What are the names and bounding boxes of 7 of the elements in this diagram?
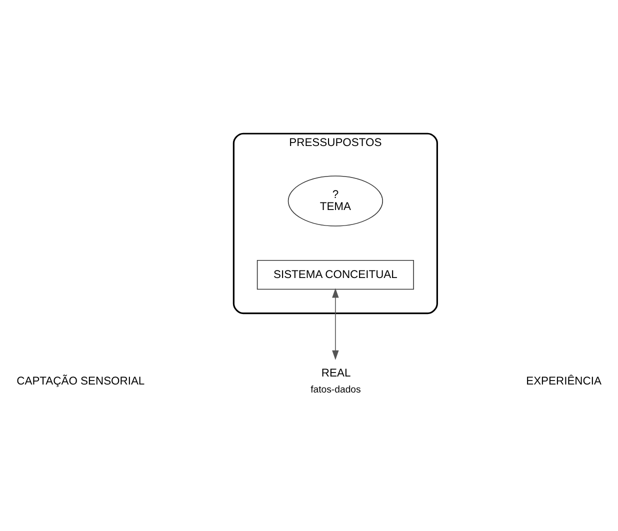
label: EXPERIÊNCIA	[526, 375, 602, 388]
node-ellipse: ? TEMA	[288, 176, 383, 226]
node-box: SISTEMA CONCEITUAL	[256, 260, 414, 290]
label: CAPTAÇÃO SENSORIAL	[16, 375, 145, 388]
node-text: REAL	[321, 368, 351, 380]
node-label: fatos-dados	[310, 384, 361, 396]
arrow	[332, 288, 339, 360]
